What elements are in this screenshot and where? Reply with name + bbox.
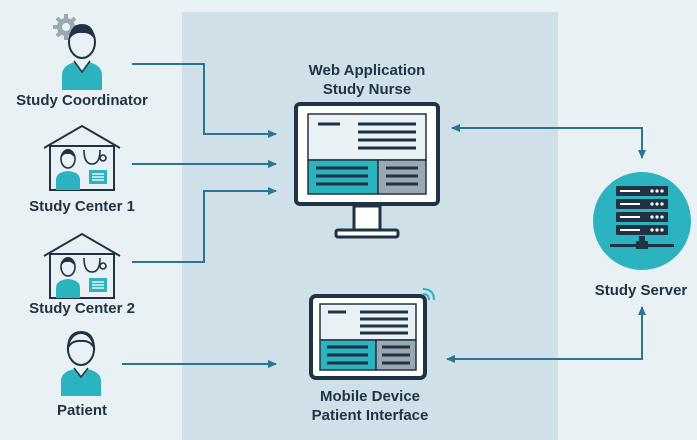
connectors (122, 63, 646, 368)
arrow-center2-to-web (132, 187, 277, 263)
web-app-line1: Web Application (308, 62, 426, 79)
clinic-icon (43, 124, 121, 191)
web-app-line2: Study Nurse (322, 81, 412, 98)
web-app-title: Web Application Study Nurse (292, 61, 442, 99)
label-patient: Patient (56, 402, 107, 419)
user-gear-icon (53, 14, 102, 90)
label-study-coordinator: Study Coordinator (16, 92, 148, 109)
mobile-title: Mobile Device Patient Interface (290, 387, 450, 425)
label-study-center-2: Study Center 2 (29, 300, 135, 317)
user-icon (61, 330, 101, 396)
monitor-icon (294, 102, 440, 239)
arrow-coordinator-to-web (132, 63, 277, 138)
label-study-center-1: Study Center 1 (29, 198, 135, 215)
wifi-icon (422, 288, 435, 301)
mobile-line2: Patient Interface (311, 407, 429, 424)
label-study-server: Study Server (594, 282, 688, 299)
mobile-line1: Mobile Device (319, 388, 421, 405)
tablet-icon (309, 288, 435, 380)
clinic-icon (43, 232, 121, 299)
server-icon (593, 172, 691, 270)
